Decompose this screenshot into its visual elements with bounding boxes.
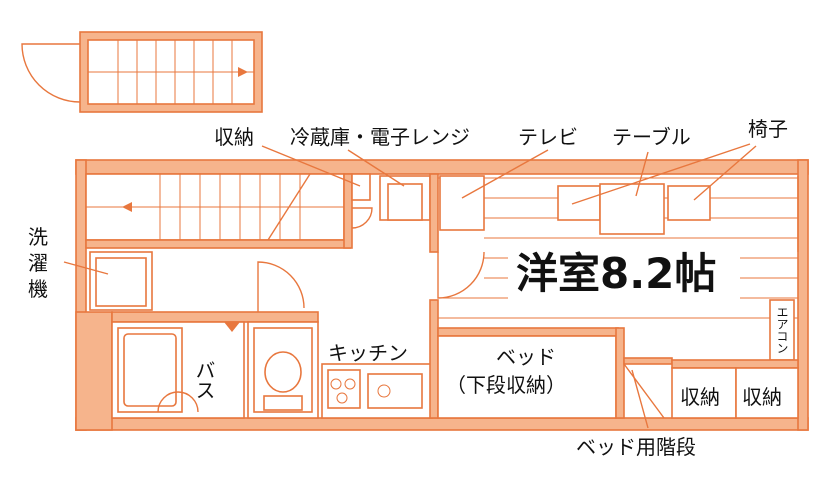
closet-right [735, 367, 799, 419]
staircase [85, 173, 351, 249]
loft-staircase [21, 31, 263, 113]
label-washer-1: 洗 [28, 225, 48, 249]
label-storage-right: 収納 [742, 385, 782, 409]
closet-top-wall [671, 359, 799, 369]
label-table: テーブル [612, 125, 691, 149]
label-bed-storage: （下段収納） [446, 373, 566, 397]
label-storage-left: 収納 [680, 385, 720, 409]
room-partition-lower [429, 299, 439, 419]
room-door-icon [437, 251, 485, 299]
bed [437, 335, 617, 419]
arrow-left-icon [122, 202, 132, 212]
closet-left [671, 367, 737, 419]
room-partition [429, 173, 439, 253]
partition-wall [343, 173, 353, 249]
label-tv: テレビ [518, 125, 578, 149]
arrow-right-icon [238, 67, 248, 77]
wet-area-wall [111, 311, 319, 323]
label-aircon: エアコン [775, 306, 789, 354]
bed-stairs [623, 363, 665, 419]
room-title: 洋室8.2帖 [516, 249, 716, 298]
washing-machine [89, 251, 153, 311]
toilet-room [247, 321, 319, 419]
label-fridge-microwave: 冷蔵庫・電子レンジ [290, 125, 470, 149]
label-chair: 椅子 [748, 117, 788, 141]
leader-lines [63, 143, 757, 429]
bed-side-wall [615, 327, 625, 419]
toilet-door-icon [257, 261, 305, 312]
label-washer-2: 濯 [28, 251, 48, 275]
label-bed-stairs: ベッド用階段 [576, 435, 696, 459]
label-washer-3: 機 [28, 277, 48, 301]
fridge-area [351, 173, 431, 229]
outer-wall [75, 159, 809, 431]
door-swing-icon [21, 43, 81, 103]
label-bed: ベッド [496, 345, 556, 369]
label-storage-top: 収納 [214, 125, 254, 149]
furniture [439, 175, 711, 235]
label-bath: バス [192, 360, 216, 400]
bed-frame-top [437, 327, 619, 337]
bathroom [111, 321, 245, 419]
kitchen-counter [321, 363, 433, 419]
label-kitchen: キッチン [328, 341, 408, 365]
